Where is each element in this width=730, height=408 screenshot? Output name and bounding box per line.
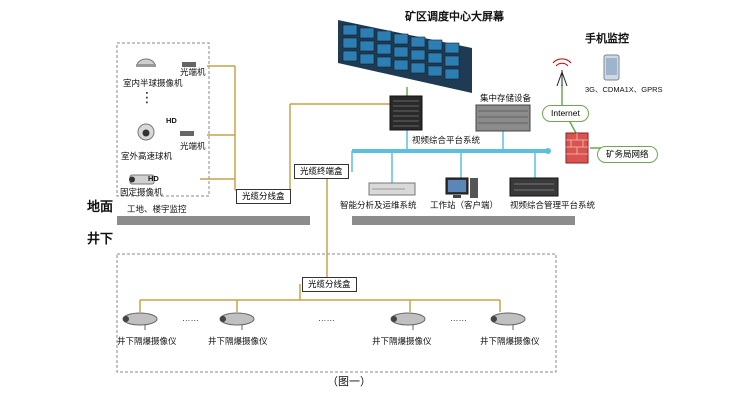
fiber-splitter-underground: 光缆分线盒: [302, 277, 357, 292]
fiber-lines: [139, 65, 501, 312]
bus-connectors: [351, 130, 536, 183]
antenna-icon: [552, 58, 572, 87]
explosion-proof-camera-label: 井下隔爆摄像仪: [372, 336, 432, 346]
hd-badge: HD: [148, 174, 159, 183]
optical-transceiver-icon: [182, 62, 196, 67]
dome-camera-icon: [136, 58, 156, 67]
hd-badge: HD: [166, 116, 177, 125]
firewall-icon: [565, 132, 589, 164]
figure-caption: （图一）: [327, 376, 371, 388]
explosion-proof-camera-label: 井下隔爆摄像仪: [117, 336, 177, 346]
ground-camera-group-box: [116, 42, 210, 197]
vertical-ellipsis: ⋮: [140, 89, 154, 105]
underground-camera-group-box: [116, 253, 557, 373]
explosion-proof-camera-icon: [122, 312, 158, 330]
explosion-proof-camera-label: 井下隔爆摄像仪: [208, 336, 268, 346]
underground-label: 井下: [87, 231, 114, 246]
ground-divider-left: [117, 216, 310, 225]
server-rack-icon: [389, 95, 423, 131]
storage-array-icon: [475, 104, 531, 132]
desktop-pc-icon: [445, 177, 478, 198]
video-wall-icon: [338, 20, 472, 93]
explosion-proof-camera-icon: [390, 312, 426, 330]
optical-transceiver-label: 光端机: [180, 67, 206, 77]
explosion-proof-camera-label: 井下隔爆摄像仪: [480, 336, 540, 346]
optical-transceiver-icon: [180, 131, 194, 136]
camera-icon: [129, 174, 155, 185]
video-platform-system-label: 视频综合平台系统: [412, 135, 481, 145]
indoor-dome-camera-label: 室内半球摄像机: [123, 78, 183, 88]
fiber-terminal-box: 光缆终端盒: [294, 164, 349, 179]
smartphone-icon: [603, 54, 620, 81]
mobile-network-label: 3G、CDMA1X、GPRS: [585, 85, 663, 94]
ellipsis: ……: [318, 313, 335, 323]
outdoor-speed-dome-label: 室外高速球机: [121, 151, 173, 161]
mining-bureau-network-cloud: 矿务局网络: [597, 146, 658, 163]
smart-analysis-label: 智能分析及运维系统: [340, 200, 417, 210]
ellipsis: ……: [182, 313, 199, 323]
management-server-icon: [509, 177, 559, 197]
explosion-proof-camera-icon: [219, 312, 255, 330]
video-management-platform-label: 视频综合管理平台系统: [510, 200, 596, 210]
ellipsis: ……: [450, 313, 467, 323]
fixed-camera-label: 固定摄像机: [120, 187, 163, 197]
optical-transceiver-label: 光端机: [180, 141, 206, 151]
ground-label: 地面: [87, 199, 114, 214]
explosion-proof-camera-icon: [490, 312, 526, 330]
analysis-server-icon: [368, 182, 416, 196]
internet-cloud: Internet: [542, 105, 589, 122]
ground-divider-right: [352, 216, 575, 225]
site-building-monitoring-label: 工地、楼宇监控: [127, 204, 187, 214]
central-storage-label: 集中存储设备: [480, 93, 532, 103]
workstation-label: 工作站（客户端）: [430, 200, 499, 210]
bus-end-node: [545, 148, 551, 154]
mobile-monitoring-label: 手机监控: [585, 33, 629, 45]
dome-camera-icon: [137, 123, 155, 141]
control-center-screen-label: 矿区调度中心大屏幕: [405, 11, 504, 23]
fiber-splitter-ground: 光缆分线盒: [236, 189, 291, 204]
